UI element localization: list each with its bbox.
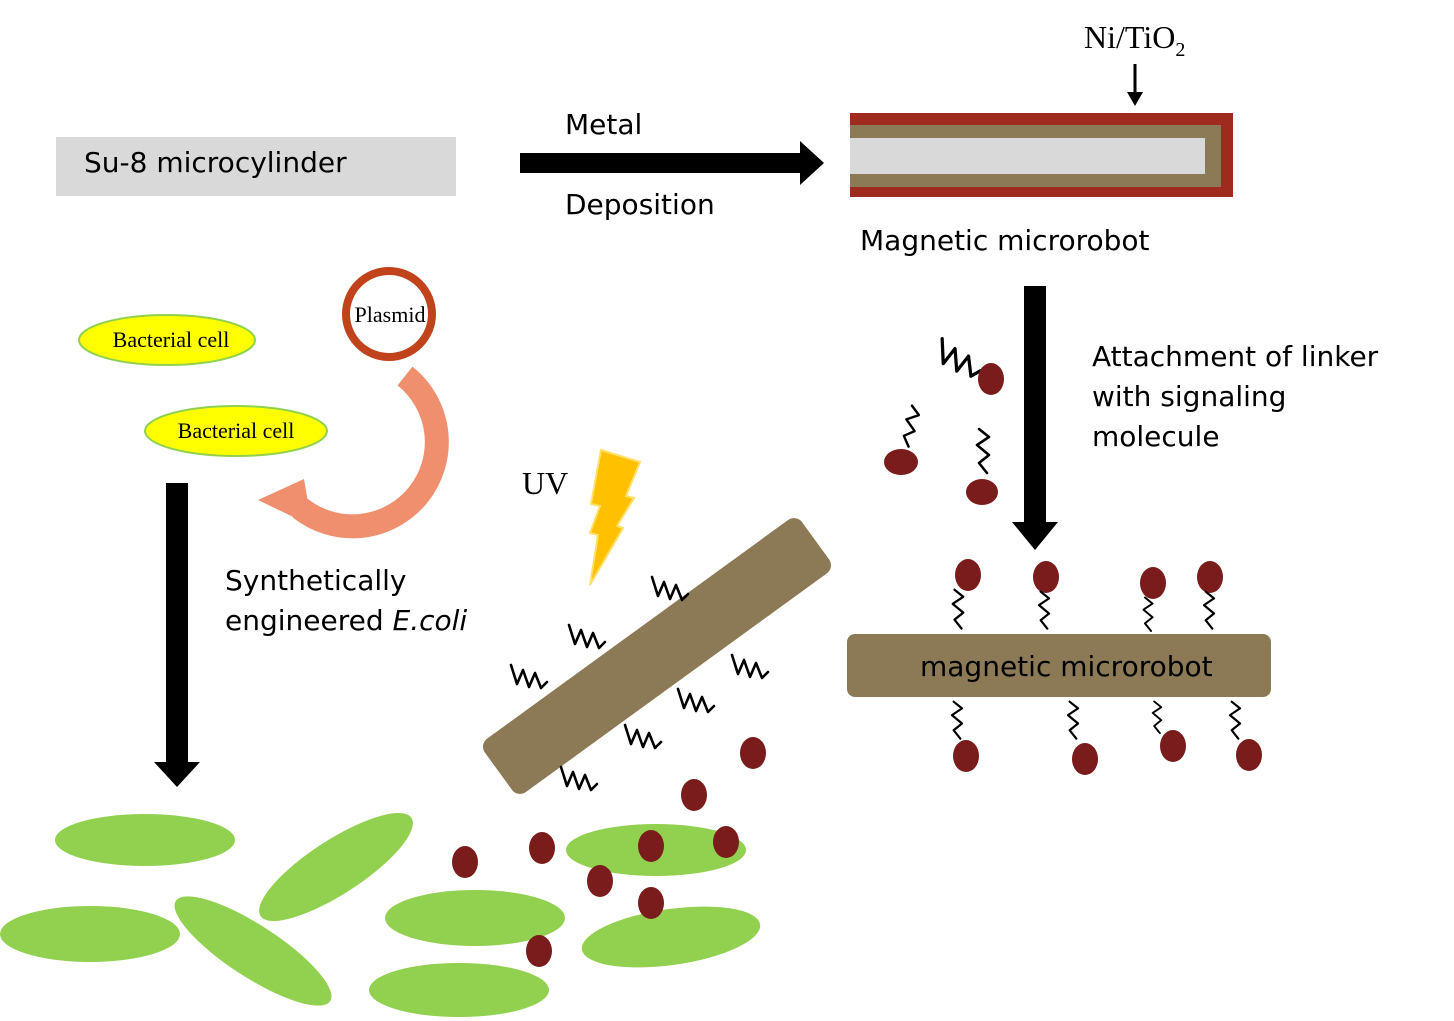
su8-microcylinder <box>56 137 456 196</box>
synthetic-label: Synthetically engineered E.coli <box>225 564 467 637</box>
bacterial-cell-2 <box>144 405 328 457</box>
lightning-bolt-icon <box>588 448 642 586</box>
metal-label: Metal <box>565 108 642 141</box>
uv-label: UV <box>522 465 568 501</box>
bacterial-cell-1-label: Bacterial cell <box>113 327 230 352</box>
curved-arrow-icon <box>258 366 449 539</box>
plasmid-ring-icon <box>342 267 436 361</box>
bacterial-cell-2-label: Bacterial cell <box>178 418 295 443</box>
free-linker-molecules <box>884 337 1004 505</box>
ecoli-cells <box>0 813 761 1017</box>
functionalized-microrobot <box>847 559 1271 775</box>
microrobot-bar-label: magnetic microrobot <box>920 650 1213 683</box>
ni-tio2-arrow-head <box>1127 92 1143 106</box>
ni-tio2-label: Ni/TiO2 <box>1084 19 1185 61</box>
coated-microcylinder <box>850 113 1233 197</box>
ecoli-molecules <box>452 826 739 967</box>
tilted-microrobot <box>483 518 831 794</box>
engineering-arrow <box>154 483 200 787</box>
plasmid-label: Plasmid <box>355 302 426 327</box>
magnetic-microrobot-caption: Magnetic microrobot <box>860 224 1150 257</box>
released-molecules <box>681 737 766 811</box>
metal-deposition-arrow <box>520 141 824 185</box>
attachment-label: Attachment of linker with signaling mole… <box>1092 340 1387 453</box>
attachment-arrow <box>1012 286 1058 550</box>
deposition-label: Deposition <box>565 188 715 221</box>
su8-label: Su-8 microcylinder <box>84 146 347 179</box>
bacterial-cell-1 <box>78 314 256 366</box>
